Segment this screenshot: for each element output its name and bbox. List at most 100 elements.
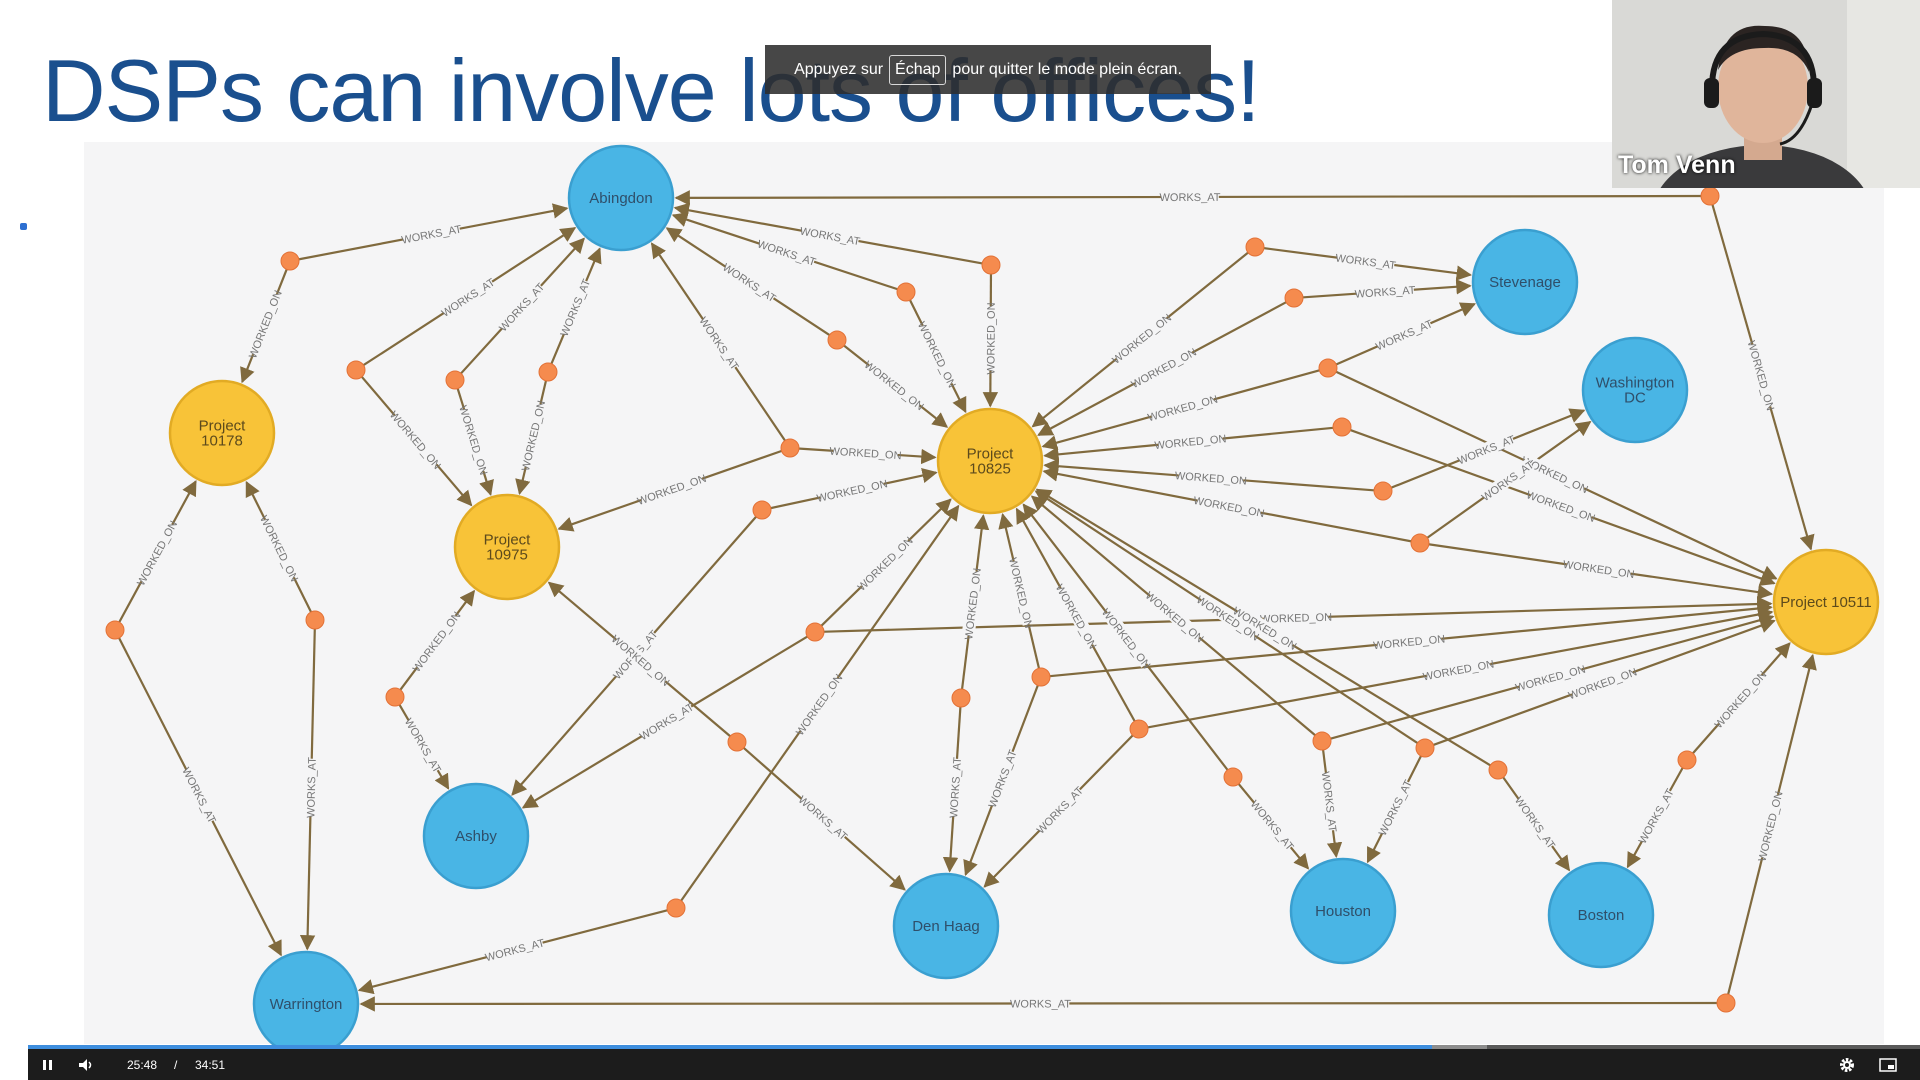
employee-node[interactable] <box>1312 731 1332 751</box>
works-at-label: WORKS_AT <box>1635 787 1677 846</box>
node-label: Den Haag <box>912 918 980 935</box>
worked-on-label: WORKED_ON <box>1053 582 1099 651</box>
employee-node[interactable] <box>780 438 800 458</box>
svg-text:WORKS_AT: WORKS_AT <box>305 757 318 818</box>
webcam-thumbnail: Tom Venn <box>1612 0 1920 188</box>
employee-node[interactable] <box>305 610 325 630</box>
employee-node[interactable] <box>951 688 971 708</box>
employee-node[interactable] <box>1129 719 1149 739</box>
svg-text:WORKS_AT: WORKS_AT <box>559 277 594 338</box>
svg-text:WORKED_ON: WORKED_ON <box>829 446 902 463</box>
employee-node[interactable] <box>1410 533 1430 553</box>
svg-text:WORKS_AT: WORKS_AT <box>179 766 218 826</box>
svg-text:WORKED_ON: WORKED_ON <box>257 514 300 584</box>
svg-text:WORKED_ON: WORKED_ON <box>1110 312 1174 367</box>
office-node-abingdon[interactable]: Abingdon <box>567 144 675 252</box>
worked-on-label: WORKED_ON <box>1129 346 1199 391</box>
employee-node[interactable] <box>445 370 465 390</box>
worked-on-label: WORKED_ON <box>1745 339 1777 412</box>
pause-button[interactable] <box>38 1056 58 1074</box>
picture-in-picture-button[interactable] <box>1878 1056 1898 1074</box>
svg-text:WORKS_AT: WORKS_AT <box>497 281 547 334</box>
svg-text:WORKED_ON: WORKED_ON <box>520 399 548 472</box>
worked-on-label: WORKED_ON <box>1110 312 1174 367</box>
worked-on-label: WORKED_ON <box>1099 607 1153 672</box>
svg-text:WORKED_ON: WORKED_ON <box>1099 607 1153 672</box>
employee-node[interactable] <box>1373 481 1393 501</box>
employee-node[interactable] <box>1332 417 1352 437</box>
employee-node[interactable] <box>346 360 366 380</box>
works-at-label: WORKS_AT <box>557 277 594 338</box>
svg-text:WORKS_AT: WORKS_AT <box>1319 771 1338 833</box>
employee-node[interactable] <box>385 687 405 707</box>
worked-on-label: WORKED_ON <box>257 514 301 584</box>
works-at-label: WORKS_AT <box>638 700 696 743</box>
employee-node[interactable] <box>1716 993 1736 1013</box>
svg-text:WORKED_ON: WORKED_ON <box>985 302 997 374</box>
svg-text:WORKED_ON: WORKED_ON <box>1006 557 1034 630</box>
office-node-stevenage[interactable]: Stevenage <box>1471 228 1579 336</box>
video-controls: 25:48 / 34:51 <box>28 1045 1920 1080</box>
works-at-label: WORKS_AT <box>1456 432 1517 467</box>
svg-text:WORKS_AT: WORKS_AT <box>1512 795 1557 852</box>
office-node-ashby[interactable]: Ashby <box>422 782 530 890</box>
project-node-p10511[interactable]: Project 10511 <box>1772 548 1880 656</box>
worked-on-label: WORKED_ON <box>816 476 889 505</box>
fullscreen-notice-prefix: Appuyez sur <box>794 60 884 78</box>
employee-node[interactable] <box>666 898 686 918</box>
employee-node[interactable] <box>1031 667 1051 687</box>
participant-name: Tom Venn <box>1618 151 1736 179</box>
svg-text:WORKED_ON: WORKED_ON <box>856 535 916 594</box>
employee-node[interactable] <box>538 362 558 382</box>
volume-button[interactable] <box>76 1056 96 1074</box>
office-node-houston[interactable]: Houston <box>1289 857 1397 965</box>
worked-on-label: WORKED_ON <box>1373 631 1446 652</box>
works-at-label: WORKS_AT <box>303 757 319 818</box>
svg-text:WORKED_ON: WORKED_ON <box>1260 612 1332 626</box>
employee-node[interactable] <box>1245 237 1265 257</box>
office-node-warrington[interactable]: Warrington <box>252 950 360 1058</box>
employee-node[interactable] <box>752 500 772 520</box>
progress-played <box>28 1045 1432 1049</box>
employee-node[interactable] <box>827 330 847 350</box>
worked-on-label: WORKED_ON <box>1525 488 1597 525</box>
node-label: Warrington <box>270 996 343 1013</box>
svg-text:WORKED_ON: WORKED_ON <box>247 289 285 361</box>
employee-node[interactable] <box>1318 358 1338 378</box>
volume-icon <box>79 1059 92 1071</box>
employee-node[interactable] <box>1677 750 1697 770</box>
worked-on-label: WORKED_ON <box>1147 392 1219 424</box>
worked-on-label: WORKED_ON <box>862 359 926 413</box>
employee-node[interactable] <box>1223 767 1243 787</box>
employee-node[interactable] <box>105 620 125 640</box>
svg-text:WORKS_AT: WORKS_AT <box>756 238 818 269</box>
employee-node[interactable] <box>805 622 825 642</box>
office-node-denhaag[interactable]: Den Haag <box>892 872 1000 980</box>
svg-text:WORKS_AT: WORKS_AT <box>484 937 546 964</box>
employee-node[interactable] <box>1415 738 1435 758</box>
svg-text:WORKS_AT: WORKS_AT <box>796 794 850 843</box>
fullscreen-notice-suffix: pour quitter le mode plein écran. <box>952 60 1182 78</box>
employee-node[interactable] <box>1700 186 1720 206</box>
employee-node[interactable] <box>981 255 1001 275</box>
progress-bar[interactable] <box>28 1045 1920 1049</box>
employee-node[interactable] <box>1284 288 1304 308</box>
settings-button[interactable] <box>1837 1056 1857 1074</box>
employee-node[interactable] <box>727 732 747 752</box>
employee-node[interactable] <box>896 282 916 302</box>
svg-text:WORKS_AT: WORKS_AT <box>1035 785 1086 837</box>
works-at-label: WORKS_AT <box>1160 189 1221 204</box>
worked-on-label: WORKED_ON <box>411 610 464 675</box>
office-node-boston[interactable]: Boston <box>1547 861 1655 969</box>
svg-text:WORKS_AT: WORKS_AT <box>948 757 964 819</box>
employee-node[interactable] <box>280 251 300 271</box>
employee-node[interactable] <box>1488 760 1508 780</box>
svg-text:WORKS_AT: WORKS_AT <box>440 276 498 319</box>
